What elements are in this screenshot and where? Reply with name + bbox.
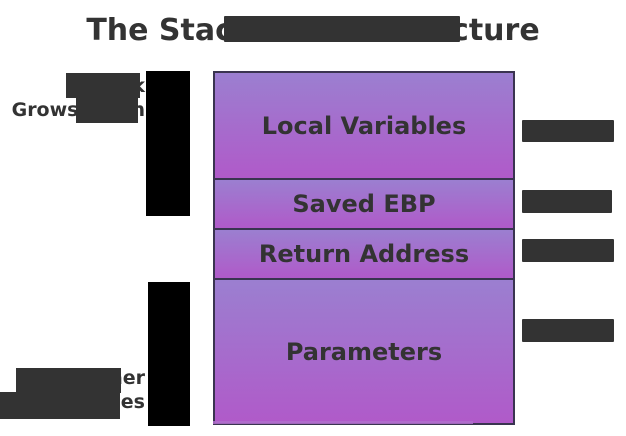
addr-label-redaction-1 (16, 368, 121, 393)
stack-segment-local-variables: Local Variables (215, 73, 513, 180)
stack-segment-label: Local Variables (261, 111, 467, 140)
right-annotation-1-redaction (522, 120, 614, 142)
stack-segment-label: Return Address (258, 240, 470, 268)
stack-segment-parameters: Parameters (215, 280, 513, 423)
stack-segment-label: Saved EBP (292, 190, 436, 218)
stack-frame: Local Variables Saved EBP Return Address… (213, 71, 515, 425)
addr-label-redaction-2 (0, 392, 120, 419)
stack-segment-saved-ebp: Saved EBP (215, 180, 513, 230)
right-annotation-4-redaction (522, 319, 614, 342)
stack-label-redaction-1 (66, 73, 140, 98)
lower-arrow-block (148, 282, 190, 426)
upper-arrow-block (146, 71, 190, 216)
stack-segment-return-address: Return Address (215, 230, 513, 280)
stack-label-redaction-2 (76, 98, 138, 123)
frame-bottom-shadow (213, 421, 473, 424)
stack-segment-label: Parameters (285, 337, 443, 366)
right-annotation-3-redaction (522, 239, 614, 262)
title-redaction-bar (224, 16, 460, 42)
right-annotation-2-redaction (522, 190, 612, 213)
